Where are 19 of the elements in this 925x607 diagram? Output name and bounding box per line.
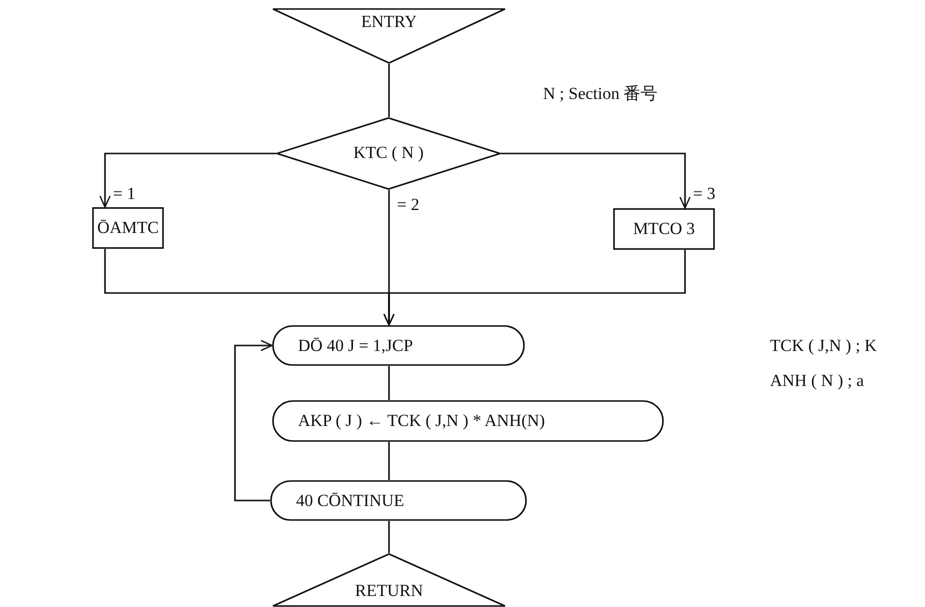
arrow — [501, 152, 691, 209]
arrow — [383, 250, 686, 326]
note-text: TCK ( J,N ) ; K — [770, 336, 877, 356]
node-text: ŌAMTC — [96, 218, 160, 238]
arrow — [99, 152, 276, 208]
note-text: ANH ( N ) ; a — [770, 371, 864, 391]
node-text: AKP ( J ) ← TCK ( J,N ) * ANH(N) — [298, 411, 545, 431]
node-text: MTCO 3 — [632, 219, 696, 239]
node-text: ENTRY — [360, 12, 418, 32]
arrow — [234, 340, 273, 502]
node-text: KTC ( N ) — [352, 143, 425, 163]
node-text: RETURN — [354, 581, 424, 601]
connector-line — [388, 64, 390, 117]
connector-line — [388, 366, 390, 400]
connector-line — [388, 521, 390, 553]
connector-line — [388, 442, 390, 480]
node-text: 40 CŌNTINUE — [296, 491, 404, 511]
node-text: DŌ 40 J = 1,JCP — [298, 336, 413, 356]
note-text: N ; Section 番号 — [543, 84, 658, 104]
